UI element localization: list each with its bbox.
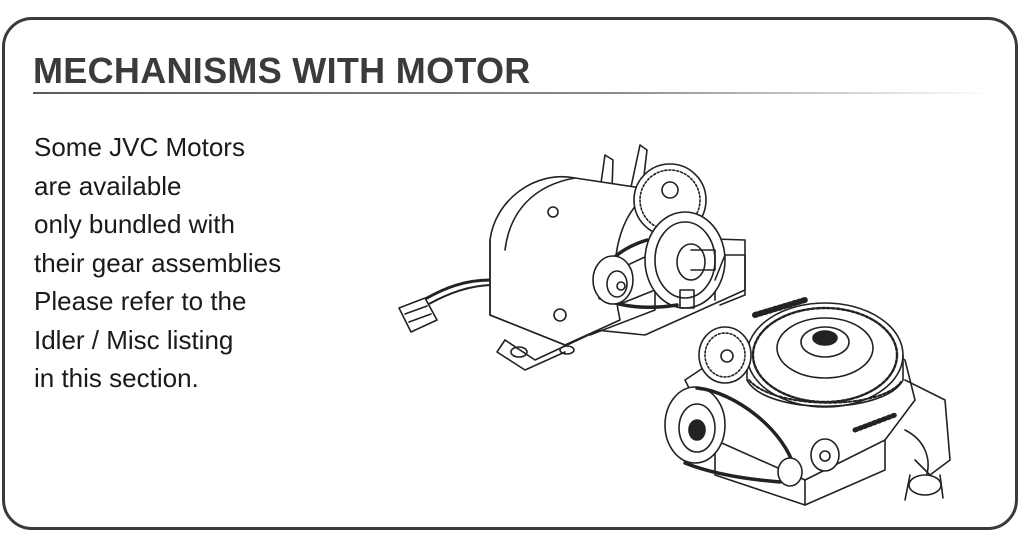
description-line: are available xyxy=(34,170,182,201)
title-underline xyxy=(33,92,993,94)
mechanism-illustration xyxy=(398,144,951,506)
gear-assembly-drawing xyxy=(664,297,951,506)
page-title: MECHANISMS WITH MOTOR xyxy=(33,50,531,91)
description-line: Please refer to the xyxy=(34,286,247,316)
description-text: Some JVC Motors are available only bundl… xyxy=(34,128,364,398)
motor-mechanism-drawing xyxy=(398,144,746,371)
description-line: their gear assemblies xyxy=(34,247,282,278)
description-line: in this section. xyxy=(34,363,199,393)
description-line: only bundled with xyxy=(34,209,235,239)
description-line: Idler / Misc listing xyxy=(34,324,234,355)
description-line: Some JVC Motors xyxy=(34,132,245,162)
